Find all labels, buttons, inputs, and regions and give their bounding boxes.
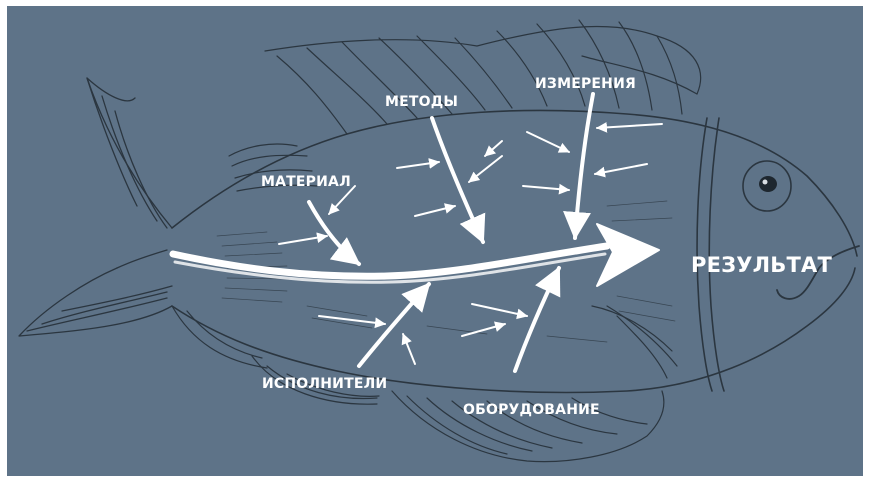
label-equipment: ОБОРУДОВАНИЕ (463, 402, 600, 418)
label-methods: МЕТОДЫ (385, 94, 458, 110)
label-measurements: ИЗМЕРЕНИЯ (535, 76, 636, 92)
label-materials: МАТЕРИАЛ (261, 174, 351, 190)
fishbone-diagram: МАТЕРИАЛ МЕТОДЫ ИЗМЕРЕНИЯ ИСПОЛНИТЕЛИ ОБ… (7, 6, 863, 476)
label-result: РЕЗУЛЬТАТ (691, 253, 832, 277)
label-operators: ИСПОЛНИТЕЛИ (262, 376, 387, 392)
